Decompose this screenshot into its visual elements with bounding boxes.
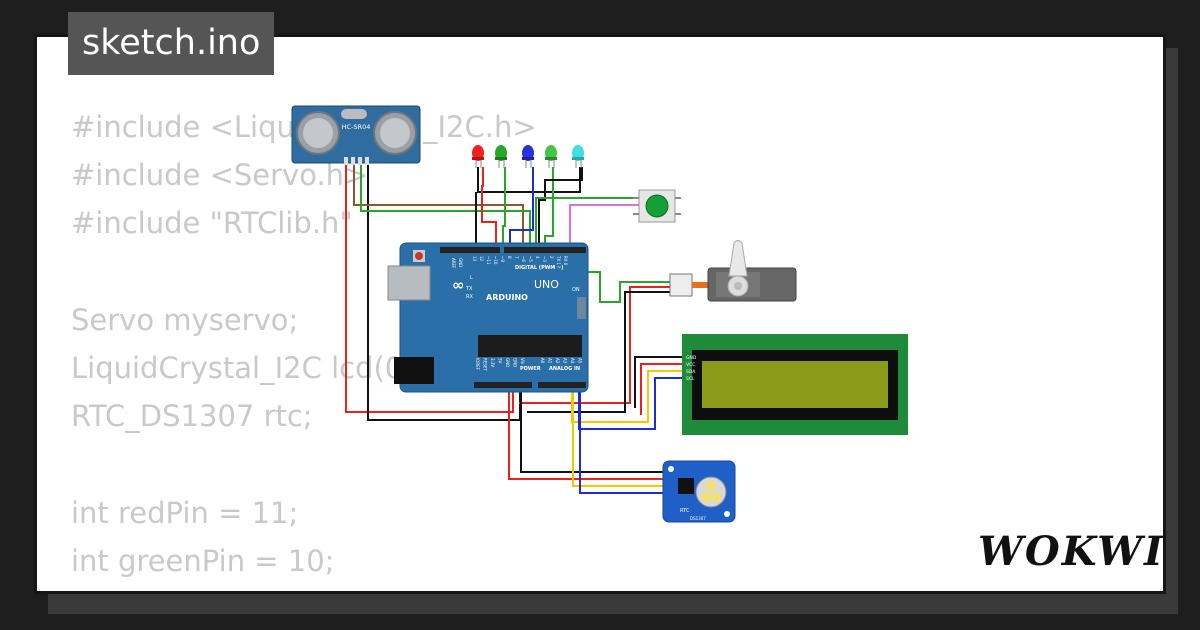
file-tab[interactable]: sketch.ino: [68, 12, 275, 75]
board-gnd-label: GND: [458, 258, 463, 267]
board-pin-label: ~6: [521, 256, 526, 262]
svg-text:∞: ∞: [452, 276, 465, 294]
wire-sensor-vcc: [345, 163, 514, 413]
wire-led-red: [481, 167, 497, 247]
lcd-pin-vcc: VCC: [686, 362, 695, 368]
wire-rtc-scl: [579, 383, 667, 494]
wire-rtc-gnd: [520, 383, 667, 473]
board-pin-label: 4: [535, 256, 540, 259]
board-led-rx: RX: [466, 294, 473, 300]
servo[interactable]: [669, 240, 797, 302]
board-pin-label: A3: [563, 358, 568, 364]
wire-rtc-vcc: [508, 383, 667, 480]
board-led-l: L: [470, 275, 473, 281]
lcd-display[interactable]: GND VCC SDA SCL: [682, 334, 908, 435]
board-pin-label: 3.3V: [490, 358, 495, 367]
board-pin-label: 2: [549, 256, 554, 259]
code-line: #include "RTClib.h": [71, 206, 353, 241]
pushbutton[interactable]: [633, 189, 681, 223]
board-pin-label: RESET: [483, 358, 488, 371]
code-line: int greenPin = 10;: [71, 543, 335, 578]
wire-servo-v: [519, 286, 670, 404]
rtc-chip: DS1307: [690, 516, 706, 521]
board-pin-label: ~3: [542, 256, 547, 262]
wire-sensor-trig: [353, 163, 524, 247]
board-pin-label: ~10: [493, 256, 498, 265]
rtc-module[interactable]: RTC DS1307: [662, 460, 736, 523]
code-background: #include <LiquidCrystal_I2C.h>#include <…: [71, 103, 537, 591]
code-line: Servo myservo;: [71, 302, 299, 337]
lcd-pin-scl: SCL: [686, 376, 695, 382]
wire-led-green2: [544, 167, 554, 247]
wire-lcd-gnd: [634, 356, 683, 408]
led-cyan[interactable]: [572, 145, 584, 168]
board-pin-label: IOREF: [475, 358, 480, 371]
board-pin-label: GND: [513, 358, 518, 367]
wire-rtc-sda: [572, 383, 667, 487]
board-pin-label: A1: [548, 358, 553, 364]
board-pin-label: RX 0: [563, 256, 568, 266]
code-line: int redPin = 11;: [71, 495, 299, 530]
code-line: RTC_DS1307 rtc;: [71, 399, 313, 434]
wire-button-b: [569, 204, 640, 247]
wire-button-a: [535, 197, 640, 247]
lcd-pin-gnd: GND: [686, 355, 697, 361]
board-brand: ARDUINO: [486, 293, 528, 302]
lcd-pin-sda: SDA: [686, 369, 696, 375]
board-model: UNO: [534, 278, 559, 291]
board-pin-label: A5: [578, 358, 583, 364]
wires: [345, 163, 683, 494]
wire-lcd-vcc: [640, 363, 683, 415]
board-pin-label: 13: [472, 256, 477, 262]
board-pin-label: GND: [505, 358, 510, 367]
board-pin-label: 5V: [498, 358, 503, 364]
board-pin-label: Vin: [520, 358, 525, 365]
ultrasonic-sensor[interactable]: HC-SR04: [291, 105, 421, 165]
led-blue[interactable]: [522, 145, 534, 168]
wire-led-cyan: [538, 167, 583, 247]
wire-servo-g: [527, 291, 670, 413]
board-pin-label: A2: [555, 358, 560, 364]
wire-led-blue: [509, 167, 534, 247]
board-pin-label: A0: [540, 358, 545, 364]
rtc-label: RTC: [680, 508, 690, 514]
sensor-label: HC-SR04: [342, 123, 371, 131]
board-header-power: POWER: [520, 366, 541, 372]
led-green-2[interactable]: [545, 145, 557, 168]
led-red[interactable]: [472, 145, 484, 168]
board-led-on: ON: [572, 287, 580, 293]
board-pin-label: ~11: [486, 256, 491, 265]
board-pin-label: ~5: [528, 256, 533, 262]
code-line: LiquidCrystal_I2C lcd(0: [71, 350, 404, 385]
board-header-analog: ANALOG IN: [549, 366, 580, 372]
sketch-card: #include <LiquidCrystal_I2C.h>#include <…: [34, 34, 1166, 594]
board-pin-label: 7: [514, 256, 519, 259]
board-pin-label: 8: [507, 256, 512, 259]
board-pin-label: A4: [570, 358, 575, 364]
wire-led-green: [502, 167, 506, 247]
board-aref-label: AREF: [451, 258, 456, 269]
board-pin-label: 12: [479, 256, 484, 262]
wokwi-logo: WOKWI: [978, 528, 1165, 575]
board-pin-label: TX 1: [556, 255, 561, 265]
code-line: #include <Servo.h>: [71, 158, 369, 193]
board-header-digital: DIGITAL (PWM ~): [515, 265, 563, 271]
led-green[interactable]: [495, 145, 507, 168]
board-led-tx: TX: [465, 286, 473, 292]
arduino-uno[interactable]: ∞ ARDUINO UNO DIGITAL (PWM ~) POWER ANAL…: [387, 242, 589, 393]
board-pin-label: ~9: [500, 256, 505, 262]
